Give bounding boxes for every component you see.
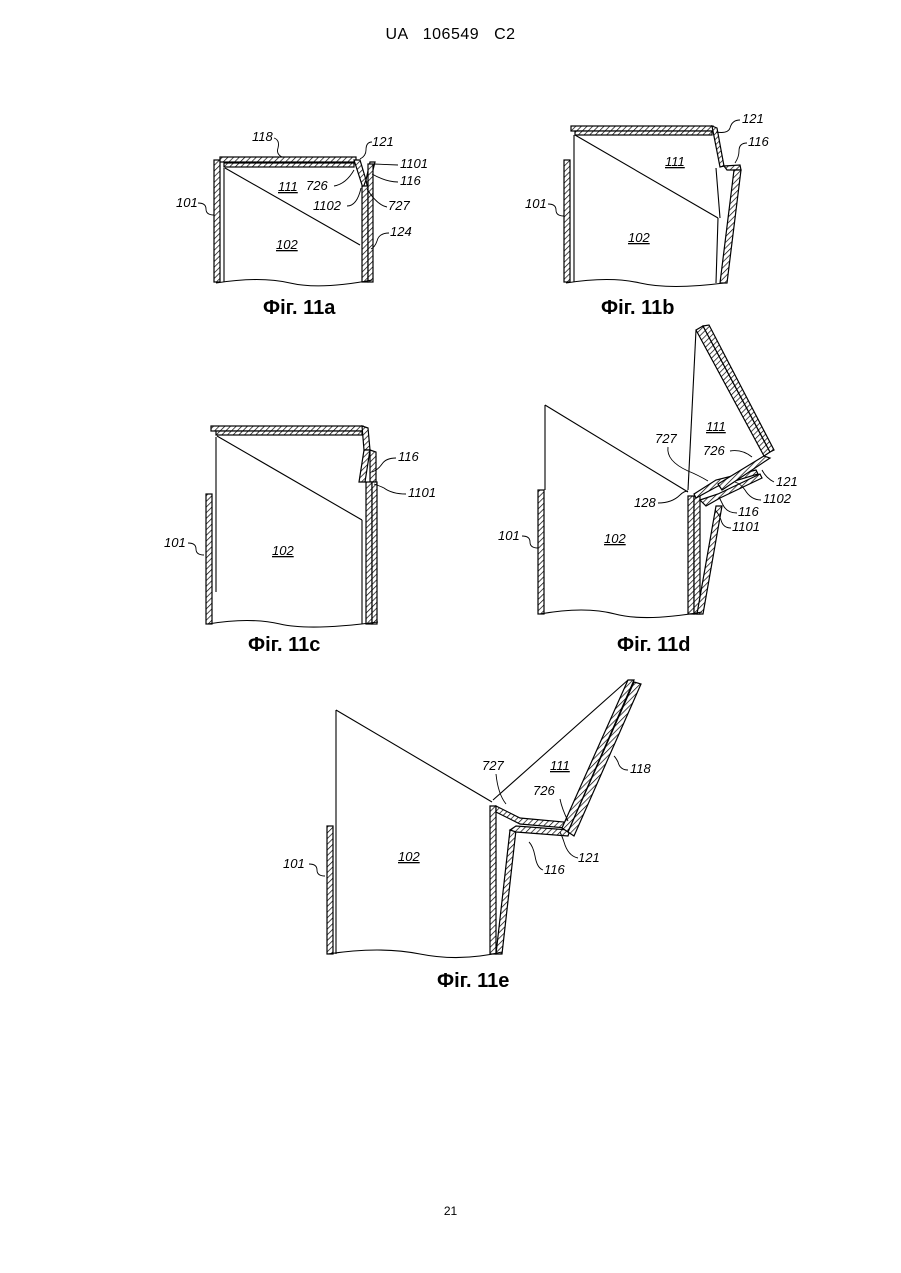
label-727: 727 (482, 758, 504, 773)
caption-fig-11c: Фіг. 11c (248, 634, 320, 656)
label-102: 102 (276, 237, 298, 252)
label-128: 128 (634, 495, 656, 510)
caption-fig-11e: Фіг. 11e (437, 970, 509, 992)
label-116: 116 (544, 862, 565, 877)
label-1102: 1102 (763, 491, 792, 506)
wall-101 (214, 160, 220, 282)
label-101: 101 (176, 195, 198, 210)
lid-raised (562, 680, 634, 832)
caption-fig-11d: Фіг. 11d (617, 634, 690, 656)
label-726: 726 (306, 178, 328, 193)
label-726: 726 (703, 443, 725, 458)
label-101: 101 (283, 856, 305, 871)
figure-11e: 727 111 118 726 101 102 121 116 Фіг. 11e (283, 680, 651, 992)
label-102: 102 (398, 849, 420, 864)
label-121: 121 (776, 474, 798, 489)
fold-v (354, 160, 366, 188)
lid-raised (696, 326, 770, 456)
label-727: 727 (655, 431, 677, 446)
label-726: 726 (533, 783, 555, 798)
wall-124 (362, 186, 368, 282)
label-118: 118 (252, 129, 273, 144)
wall-right (490, 806, 496, 954)
label-116: 116 (738, 504, 759, 519)
label-101: 101 (525, 196, 547, 211)
figure-11d: 111 727 726 121 1102 128 116 1101 101 10… (498, 325, 798, 656)
label-727: 727 (388, 198, 410, 213)
label-116: 116 (398, 449, 419, 464)
wall-101 (564, 160, 570, 282)
caption-fig-11b: Фіг. 11b (601, 297, 674, 319)
label-111: 111 (706, 419, 726, 434)
label-1101: 1101 (400, 156, 428, 171)
label-118: 118 (630, 761, 651, 776)
label-116: 116 (748, 134, 769, 149)
wall-101 (327, 826, 333, 954)
label-111: 111 (278, 179, 298, 194)
lid (211, 426, 363, 431)
figure-11c: 116 1101 101 102 Фіг. 11c (164, 426, 436, 656)
label-101: 101 (498, 528, 520, 543)
figure-11b: 121 116 111 101 102 Фіг. 11b (525, 111, 769, 319)
label-121: 121 (578, 850, 600, 865)
label-1101: 1101 (732, 519, 760, 534)
figure-11a: 118 121 1101 116 726 111 1102 727 101 10… (176, 129, 428, 319)
lid (571, 126, 713, 131)
label-121: 121 (742, 111, 764, 126)
label-101: 101 (164, 535, 186, 550)
label-102: 102 (604, 531, 626, 546)
label-116: 116 (400, 173, 421, 188)
label-111: 111 (665, 154, 685, 169)
label-121: 121 (372, 134, 394, 149)
label-102: 102 (628, 230, 650, 245)
caption-fig-11a: Фіг. 11a (263, 297, 336, 319)
label-1101: 1101 (408, 485, 436, 500)
label-102: 102 (272, 543, 294, 558)
label-124: 124 (390, 224, 412, 239)
lid-118 (220, 157, 356, 162)
page-number: 21 (0, 1204, 901, 1218)
label-111: 111 (550, 758, 570, 773)
wall-101 (538, 490, 544, 614)
label-1102: 1102 (313, 198, 342, 213)
wall-101 (206, 494, 212, 624)
wall-right (688, 496, 694, 614)
